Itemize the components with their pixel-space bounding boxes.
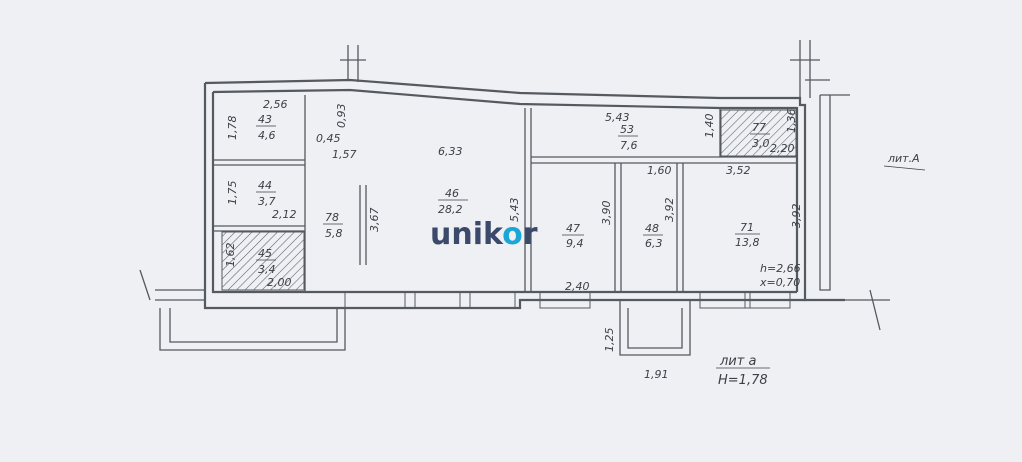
outer-walls [139, 40, 890, 331]
dim-3-52: 3,52 [726, 164, 751, 177]
dim-1-91: 1,91 [644, 368, 669, 381]
unikor-logo: unikor [430, 217, 538, 252]
room-71-number: 71 [740, 221, 754, 234]
room-46-number: 46 [445, 187, 459, 200]
room-77-number: 77 [752, 121, 766, 134]
ceiling-extra: x=0,70 [759, 276, 800, 289]
annex-height: H=1,78 [718, 373, 768, 388]
logo-text-c: r [523, 217, 538, 252]
litera-annex: лит а [719, 354, 756, 369]
room-78-area: 5,8 [325, 227, 343, 240]
windows [344, 291, 791, 309]
dim-3-92-a: 3,92 [663, 198, 676, 223]
dim-3-92-b: 3,92 [790, 204, 803, 229]
dim-3-67: 3,67 [368, 208, 381, 233]
room-46-area: 28,2 [438, 203, 463, 216]
logo-text-b: o [502, 217, 523, 252]
dim-1-75: 1,75 [226, 181, 239, 206]
dim-1-62: 1,62 [224, 243, 237, 268]
annex-porch [619, 300, 691, 356]
room-77-area: 3,0 [752, 137, 770, 150]
dim-5-43-top: 5,43 [605, 111, 630, 124]
litera-main: лит.А [887, 152, 920, 165]
room-48-area: 6,3 [645, 237, 663, 250]
svg-text:unikor: unikor [430, 217, 538, 252]
room-48-number: 48 [645, 222, 659, 235]
dim-1-60: 1,60 [647, 164, 672, 177]
room-47-area: 9,4 [566, 237, 584, 250]
dim-5-43-side: 5,43 [508, 198, 521, 223]
dim-1-40: 1,40 [703, 114, 716, 139]
room-53-area: 7,6 [620, 139, 638, 152]
dim-2-40: 2,40 [565, 280, 590, 293]
room-78-number: 78 [325, 211, 339, 224]
dim-1-57: 1,57 [332, 148, 357, 161]
dim-3-90: 3,90 [600, 201, 613, 226]
hatched-room-77 [720, 109, 797, 157]
room-45-area: 3,4 [258, 263, 276, 276]
hatched-room-45 [221, 231, 305, 291]
dim-2-00: 2,00 [267, 276, 292, 289]
room-71-area: 13,8 [735, 236, 760, 249]
partitions [213, 95, 797, 292]
room-47-number: 47 [566, 222, 580, 235]
logo-text-a: unik [430, 217, 504, 252]
room-45-number: 45 [258, 247, 272, 260]
ceiling-height: h=2,66 [760, 262, 801, 275]
dim-2-20: 2,20 [770, 142, 795, 155]
room-43-area: 4,6 [258, 129, 276, 142]
balcony [159, 308, 346, 351]
dim-1-25: 1,25 [603, 328, 616, 353]
dim-2-12: 2,12 [272, 208, 297, 221]
dim-6-33: 6,33 [438, 145, 463, 158]
room-43-number: 43 [258, 113, 272, 126]
room-44-number: 44 [258, 179, 272, 192]
dim-2-56: 2,56 [263, 98, 288, 111]
dim-1-78: 1,78 [226, 116, 239, 141]
dim-0-45: 0,45 [316, 132, 341, 145]
dim-0-93: 0,93 [335, 104, 348, 129]
room-53-number: 53 [620, 123, 634, 136]
dim-1-36: 1,36 [785, 109, 798, 134]
room-44-area: 3,7 [258, 195, 276, 208]
